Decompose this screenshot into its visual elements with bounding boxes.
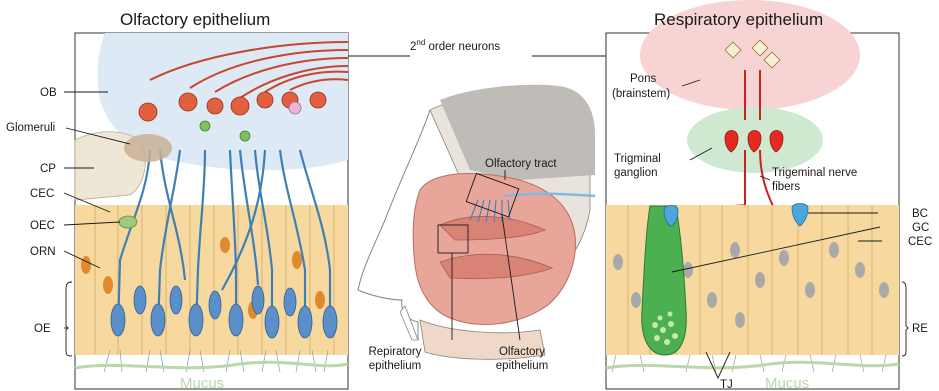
label-mucus-right: Mucus: [765, 375, 809, 391]
label-trigeminal-fibers-l1: Trigeminal nerve: [772, 167, 857, 179]
olfactory-epithelium-label-l2: epithelium: [496, 360, 548, 372]
repiratory-epithelium-label-l1: Repiratory: [368, 346, 421, 358]
label-trigeminal-ganglion-l1: Trigminal: [614, 153, 661, 165]
respiratory-panel-title: Respiratory epithelium: [654, 10, 823, 29]
label-trigeminal-fibers-l2: fibers: [772, 181, 800, 193]
label-trigeminal-ganglion-l2: ganglion: [614, 167, 657, 179]
label-mucus-left: Mucus: [180, 375, 224, 391]
teeth: [400, 306, 418, 340]
label-gc: GC: [912, 222, 929, 234]
nasal-cavity-illustration: [358, 85, 595, 360]
label-tj: TJ: [720, 379, 733, 391]
label-ob: OB: [40, 87, 57, 99]
olfactory-panel: [75, 33, 348, 389]
olfactory-tract-label: Olfactory tract: [485, 158, 557, 170]
respiratory-panel: [606, 0, 899, 389]
label-re: RE: [912, 323, 928, 335]
label-glomeruli: Glomeruli: [6, 122, 55, 134]
label-cec-left: CEC: [30, 188, 54, 200]
label-cec-right: CEC: [908, 236, 932, 248]
label-oec: OEC: [30, 220, 55, 232]
glomeruli-blob: [124, 134, 172, 162]
olfactory-epithelium-label-l1: Olfactory: [499, 346, 545, 358]
label-oe: OE: [34, 323, 51, 335]
repiratory-epithelium-label-l2: epithelium: [369, 360, 421, 372]
olfactory-panel-title: Olfactory epithelium: [120, 10, 270, 29]
nasal-cavity: [413, 174, 575, 325]
label-pons-l2: (brainstem): [612, 88, 670, 100]
second-order-sup: nd: [416, 38, 425, 47]
label-cp: CP: [40, 163, 56, 175]
label-pons-l1: Pons: [630, 73, 656, 85]
olfactory-ensheathing-cell: [119, 216, 137, 228]
second-order-neurons-label: 2nd order neurons: [410, 38, 500, 53]
label-orn: ORN: [30, 246, 56, 258]
label-bc: BC: [912, 208, 928, 220]
